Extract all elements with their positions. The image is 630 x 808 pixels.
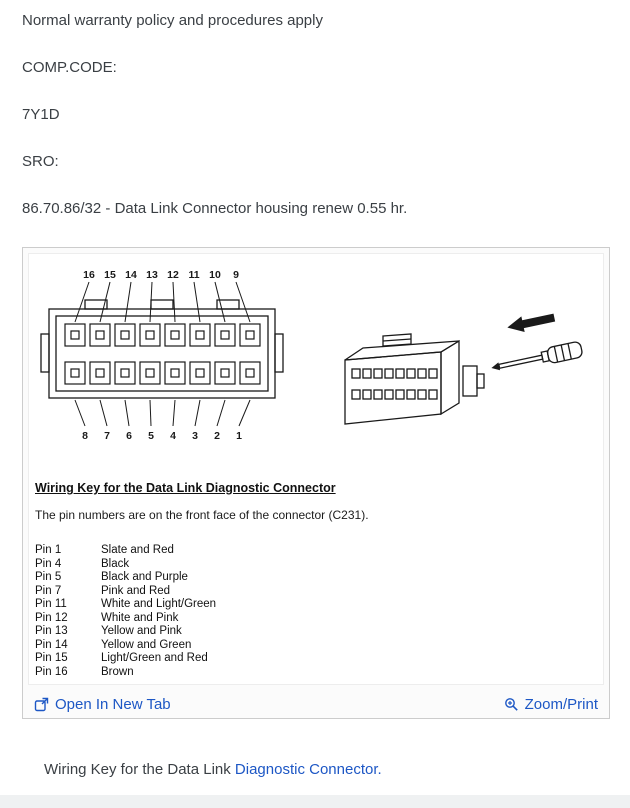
figure-subheading: The pin numbers are on the front face of… bbox=[35, 508, 369, 522]
caption-text: Wiring Key for the Data Link bbox=[44, 761, 235, 778]
connector-diagram: 16 15 14 13 12 11 10 9 8 7 6 5 4 3 2 1 bbox=[40, 269, 583, 442]
comp-code-value: 7Y1D bbox=[22, 106, 60, 123]
svg-text:8: 8 bbox=[82, 430, 88, 442]
pin-number-label: Pin 4 bbox=[35, 557, 62, 570]
sro-label: SRO: bbox=[22, 153, 59, 170]
screwdriver-graphic bbox=[491, 341, 583, 371]
main-content: Normal warranty policy and procedures ap… bbox=[22, 12, 630, 779]
open-in-new-tab-label: Open In New Tab bbox=[55, 695, 171, 713]
direction-arrow-icon bbox=[507, 313, 556, 333]
pin-wire-color: Pink and Red bbox=[101, 584, 171, 597]
pin-wire-color: Black and Purple bbox=[101, 571, 188, 583]
zoom-print-label: Zoom/Print bbox=[524, 695, 598, 713]
figure-heading: Wiring Key for the Data Link Diagnostic … bbox=[35, 481, 336, 495]
pin-number-label: Pin 16 bbox=[35, 665, 68, 678]
pin-wire-color: Yellow and Pink bbox=[101, 625, 182, 637]
open-in-new-tab-link[interactable]: Open In New Tab bbox=[34, 696, 171, 713]
svg-text:2: 2 bbox=[214, 430, 220, 442]
pin-number-label: Pin 12 bbox=[35, 611, 68, 624]
pin-wire-color: Black bbox=[101, 557, 130, 570]
svg-text:14: 14 bbox=[125, 269, 137, 281]
pin-row: Pin 5 Black and Purple bbox=[35, 571, 603, 585]
pin-row: Pin 14 Yellow and Green bbox=[35, 639, 603, 653]
pin-wire-color: White and Light/Green bbox=[101, 598, 217, 610]
pin-number-label: Pin 11 bbox=[35, 598, 67, 610]
diagram-image[interactable]: 16 15 14 13 12 11 10 9 8 7 6 5 4 3 2 1 bbox=[28, 253, 604, 685]
svg-text:10: 10 bbox=[209, 269, 221, 281]
warranty-policy-text: Normal warranty policy and procedures ap… bbox=[22, 12, 323, 29]
svg-text:13: 13 bbox=[146, 269, 158, 281]
iso-pin-grid bbox=[351, 368, 438, 400]
pin-wire-color: Light/Green and Red bbox=[101, 652, 208, 664]
diagram-panel: 16 15 14 13 12 11 10 9 8 7 6 5 4 3 2 1 bbox=[22, 247, 610, 719]
figure-caption: Wiring Key for the Data Link Diagnostic … bbox=[44, 761, 630, 779]
connector-front-view bbox=[40, 299, 284, 399]
pin-row: Pin 11 White and Light/Green bbox=[35, 598, 603, 612]
svg-text:4: 4 bbox=[170, 430, 176, 442]
pin-sockets bbox=[64, 323, 261, 385]
zoom-print-icon bbox=[504, 697, 518, 711]
sro-value: 86.70.86/32 - Data Link Connector housin… bbox=[22, 200, 408, 217]
pin-wire-color: Yellow and Green bbox=[101, 638, 192, 651]
svg-text:3: 3 bbox=[192, 430, 198, 442]
svg-text:5: 5 bbox=[148, 430, 154, 442]
pin-wire-color: White and Pink bbox=[101, 611, 179, 624]
pin-number-label: Pin 15 bbox=[35, 652, 68, 664]
svg-text:7: 7 bbox=[104, 430, 110, 442]
connector-iso-view bbox=[344, 333, 485, 425]
pin-number-label: Pin 5 bbox=[35, 571, 62, 583]
pin-row: Pin 4 Black bbox=[35, 558, 603, 572]
figure-action-bar: Open In New Tab Zoom/Print bbox=[23, 690, 609, 718]
comp-code-label: COMP.CODE: bbox=[22, 59, 117, 76]
pin-number-label: Pin 1 bbox=[35, 544, 62, 556]
pin-number-label: Pin 7 bbox=[35, 584, 62, 597]
open-in-new-tab-icon bbox=[34, 697, 49, 711]
pin-row: Pin 16 Brown bbox=[35, 666, 603, 680]
svg-text:16: 16 bbox=[83, 269, 95, 281]
svg-text:12: 12 bbox=[167, 269, 179, 281]
pin-row: Pin 12 White and Pink bbox=[35, 612, 603, 626]
svg-text:9: 9 bbox=[233, 269, 239, 281]
zoom-print-link[interactable]: Zoom/Print bbox=[504, 696, 598, 713]
svg-text:11: 11 bbox=[188, 269, 199, 281]
pin-number-label: Pin 13 bbox=[35, 625, 68, 637]
pin-row: Pin 15 Light/Green and Red bbox=[35, 652, 603, 666]
pin-wire-color: Slate and Red bbox=[101, 544, 174, 556]
svg-text:1: 1 bbox=[236, 430, 242, 442]
pin-wire-color: Brown bbox=[101, 665, 134, 678]
pin-row: Pin 1 Slate and Red bbox=[35, 544, 603, 558]
pin-row: Pin 13 Yellow and Pink bbox=[35, 625, 603, 639]
diagnostic-connector-link[interactable]: Diagnostic Connector. bbox=[234, 761, 382, 778]
pin-numbers: 16 15 14 13 12 11 10 9 8 7 6 5 4 3 2 1 bbox=[74, 269, 251, 442]
pin-number-label: Pin 14 bbox=[35, 638, 68, 651]
svg-text:15: 15 bbox=[104, 269, 116, 281]
svg-text:6: 6 bbox=[126, 430, 132, 442]
pin-row: Pin 7 Pink and Red bbox=[35, 585, 603, 599]
page-bottom-strip bbox=[0, 795, 630, 808]
